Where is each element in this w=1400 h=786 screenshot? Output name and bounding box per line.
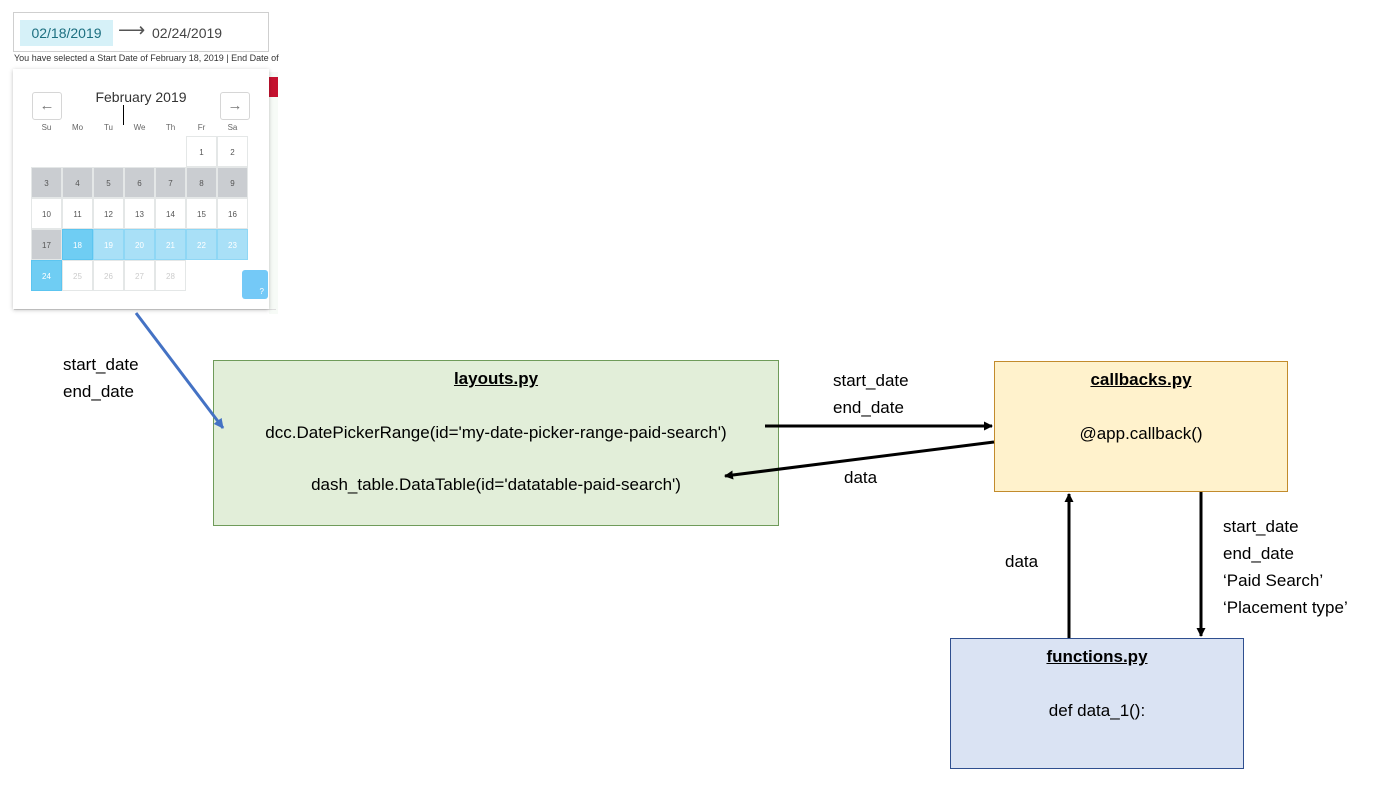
calendar-day[interactable]: 24 <box>31 260 62 291</box>
calendar-day[interactable]: 20 <box>124 229 155 260</box>
weekday-label: Fr <box>197 123 206 132</box>
functions-to-callbacks-label: data <box>1005 552 1039 571</box>
calendar-day[interactable]: 4 <box>62 167 93 198</box>
selection-message: You have selected a Start Date of Februa… <box>14 53 279 63</box>
keyboard-help-button[interactable]: ? <box>242 270 268 299</box>
calendar-day[interactable]: 7 <box>155 167 186 198</box>
calendar-day[interactable]: 21 <box>155 229 186 260</box>
layouts-box: layouts.py dcc.DatePickerRange(id='my-da… <box>213 360 779 526</box>
calendar-day[interactable]: 22 <box>186 229 217 260</box>
calendar-day[interactable]: 1 <box>186 136 217 167</box>
calendar-day[interactable]: 13 <box>124 198 155 229</box>
functions-title: functions.py <box>1046 647 1148 666</box>
weekday-label: Sa <box>227 123 238 132</box>
calendar-day[interactable]: 25 <box>62 260 93 291</box>
label-start-date: start_date <box>63 355 139 374</box>
app-callback-code: @app.callback() <box>1079 424 1203 443</box>
picker-to-layouts-arrow <box>134 312 225 429</box>
calendar-day[interactable]: 2 <box>217 136 248 167</box>
background-table-row <box>14 309 276 316</box>
calendar-day[interactable]: 9 <box>217 167 248 198</box>
calendar-day[interactable]: 10 <box>31 198 62 229</box>
range-arrow-icon: ⟶ <box>118 20 146 41</box>
functions-box: functions.py def data_1(): <box>950 638 1244 769</box>
background-table-edge <box>269 72 278 314</box>
label-end-date: end_date <box>833 398 904 417</box>
label-end-date: end_date <box>1223 544 1294 563</box>
calendar-day[interactable]: 3 <box>31 167 62 198</box>
end-date-field[interactable]: 02/24/2019 <box>152 25 223 41</box>
calendar-day[interactable]: 28 <box>155 260 186 291</box>
layouts-title: layouts.py <box>453 369 539 388</box>
data-function-code: def data_1(): <box>1048 701 1146 720</box>
calendar-day[interactable]: 6 <box>124 167 155 198</box>
calendar-day[interactable]: 23 <box>217 229 248 260</box>
calendar-day[interactable]: 16 <box>217 198 248 229</box>
datatable-code: dash_table.DataTable(id='datatable-paid-… <box>311 475 681 494</box>
calendar-month-title: February 2019 <box>95 89 187 105</box>
calendar-day[interactable]: 15 <box>186 198 217 229</box>
calendar-day[interactable]: 8 <box>186 167 217 198</box>
calendar-day[interactable]: 26 <box>93 260 124 291</box>
weekday-label: We <box>133 123 146 132</box>
calendar-day[interactable]: 11 <box>62 198 93 229</box>
calendar-day[interactable]: 17 <box>31 229 62 260</box>
date-picker-range-code: dcc.DatePickerRange(id='my-date-picker-r… <box>265 423 727 442</box>
text-cursor <box>123 105 124 125</box>
calendar-day[interactable]: 14 <box>155 198 186 229</box>
callbacks-box: callbacks.py @app.callback() <box>994 361 1288 492</box>
calendar-day[interactable]: 27 <box>124 260 155 291</box>
label-start-date: start_date <box>833 371 909 390</box>
picker-output-labels: start_date end_date <box>63 351 139 405</box>
callbacks-to-layouts-arrow <box>724 440 995 480</box>
label-placement-type: ‘Placement type’ <box>1223 598 1348 617</box>
start-date-field[interactable]: 02/18/2019 <box>20 20 113 46</box>
weekday-label: Th <box>165 123 176 132</box>
layouts-to-callbacks-labels: start_date end_date <box>833 367 909 421</box>
callbacks-title: callbacks.py <box>1090 370 1192 389</box>
weekday-label: Mo <box>71 123 84 132</box>
prev-month-icon[interactable]: ← <box>32 92 62 120</box>
next-month-icon[interactable]: → <box>220 92 250 120</box>
label-end-date: end_date <box>63 382 134 401</box>
callbacks-to-layouts-label: data <box>844 468 878 487</box>
calendar-day[interactable]: 18 <box>62 229 93 260</box>
date-range-input[interactable]: 02/18/2019 ⟶ 02/24/2019 <box>13 12 269 52</box>
calendar-day[interactable]: 12 <box>93 198 124 229</box>
calendar-day[interactable]: 19 <box>93 229 124 260</box>
callbacks-to-functions-labels: start_date end_date ‘Paid Search’ ‘Place… <box>1223 513 1348 621</box>
label-start-date: start_date <box>1223 517 1299 536</box>
calendar-day[interactable]: 5 <box>93 167 124 198</box>
weekday-label: Su <box>41 123 52 132</box>
label-paid-search: ‘Paid Search’ <box>1223 571 1324 590</box>
weekday-label: Tu <box>103 123 114 132</box>
background-table-header <box>269 77 278 97</box>
